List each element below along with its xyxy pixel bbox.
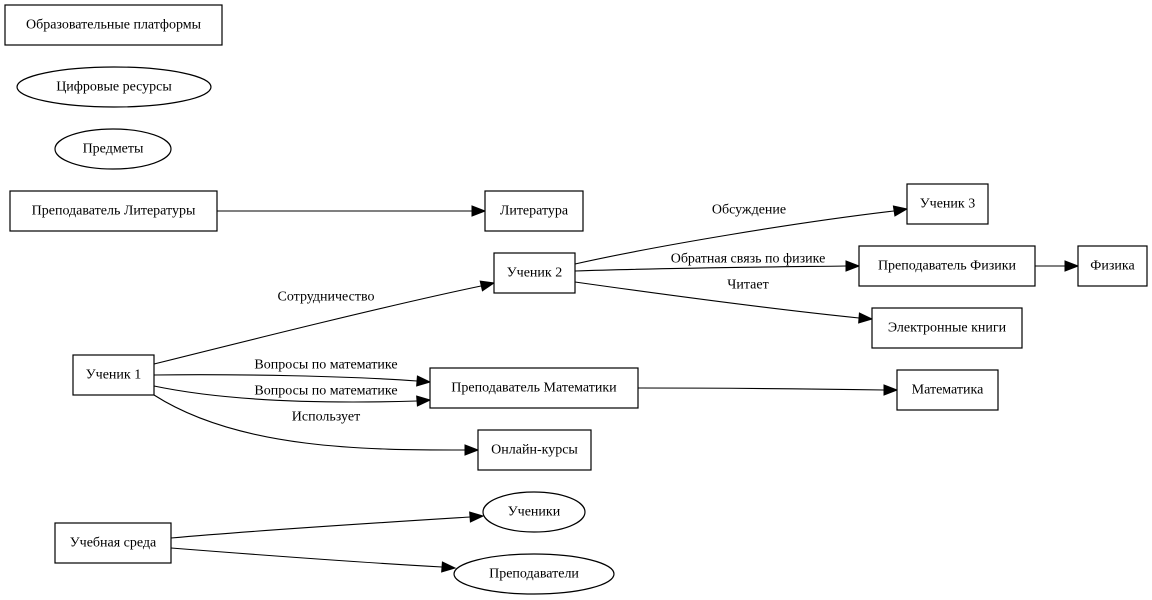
node-box bbox=[858, 245, 1036, 287]
node-label: Ученик 3 bbox=[920, 197, 975, 212]
edge-student2-to-student3: Обсуждение bbox=[574, 203, 909, 265]
node-student1: Ученик 1 bbox=[72, 354, 155, 396]
node-box bbox=[9, 190, 218, 232]
node-courses: Онлайн-курсы bbox=[477, 429, 592, 471]
node-box bbox=[4, 4, 223, 46]
edge-math-teacher-to-math bbox=[637, 384, 899, 396]
node-box bbox=[54, 522, 172, 564]
edge-line bbox=[170, 516, 471, 539]
arrowhead-icon bbox=[416, 395, 432, 407]
node-math: Математика bbox=[896, 369, 999, 411]
node-box bbox=[896, 369, 999, 411]
node-ellipse bbox=[453, 553, 615, 595]
node-box bbox=[484, 190, 584, 232]
node-ellipse bbox=[482, 491, 586, 533]
node-label: Преподаватель Физики bbox=[878, 259, 1017, 274]
node-box bbox=[493, 252, 576, 294]
edge-line bbox=[153, 385, 418, 403]
node-label: Преподаватель Литературы bbox=[32, 204, 196, 219]
edge-student1-to-student2: Сотрудничество bbox=[153, 280, 496, 365]
arrowhead-icon bbox=[469, 511, 485, 523]
edge-env-to-teachers bbox=[170, 547, 457, 573]
edge-line bbox=[637, 387, 885, 391]
edge-label: Использует bbox=[292, 410, 360, 425]
arrowhead-icon bbox=[845, 260, 861, 272]
edge-line bbox=[153, 285, 482, 365]
node-label: Ученики bbox=[508, 505, 561, 520]
node-label: Ученик 1 bbox=[86, 368, 141, 383]
arrowhead-icon bbox=[479, 280, 496, 292]
node-students: Ученики bbox=[482, 491, 586, 533]
node-student3: Ученик 3 bbox=[906, 183, 989, 225]
edge-label: Читает bbox=[727, 278, 768, 293]
node-label: Математика bbox=[912, 383, 984, 398]
arrowhead-icon bbox=[464, 444, 480, 456]
node-label: Образовательные платформы bbox=[26, 18, 202, 33]
edge-line bbox=[574, 210, 895, 265]
node-literature: Литература bbox=[484, 190, 584, 232]
edge-line bbox=[170, 547, 443, 568]
edge-line bbox=[574, 265, 847, 272]
node-phys-teacher: Преподаватель Физики bbox=[858, 245, 1036, 287]
edge-label: Обсуждение bbox=[712, 203, 786, 218]
node-physics: Физика bbox=[1077, 245, 1148, 287]
node-label: Ученик 2 bbox=[507, 266, 562, 281]
node-label: Литература bbox=[500, 204, 569, 219]
node-teachers: Преподаватели bbox=[453, 553, 615, 595]
node-digital: Цифровые ресурсы bbox=[16, 66, 212, 108]
edge-student1-to-math-teacher: Вопросы по математике bbox=[153, 384, 432, 407]
arrowhead-icon bbox=[1064, 260, 1080, 272]
edge-label: Обратная связь по физике bbox=[671, 252, 826, 267]
arrowhead-icon bbox=[441, 561, 457, 573]
arrowhead-icon bbox=[892, 205, 909, 217]
node-student2: Ученик 2 bbox=[493, 252, 576, 294]
arrowhead-icon bbox=[858, 312, 874, 324]
node-box bbox=[72, 354, 155, 396]
node-box bbox=[871, 307, 1023, 349]
node-box bbox=[906, 183, 989, 225]
node-label: Преподаватель Математики bbox=[451, 381, 617, 396]
edge-line bbox=[574, 281, 860, 319]
edge-lit-teacher-to-literature bbox=[217, 205, 487, 217]
node-label: Преподаватели bbox=[489, 567, 579, 582]
node-ellipse bbox=[54, 128, 172, 170]
arrowhead-icon bbox=[471, 205, 487, 217]
node-box bbox=[1077, 245, 1148, 287]
node-math-teacher: Преподаватель Математики bbox=[429, 367, 639, 409]
edge-student1-to-courses: Использует bbox=[153, 394, 480, 456]
node-subjects: Предметы bbox=[54, 128, 172, 170]
node-label: Физика bbox=[1090, 259, 1135, 274]
node-label: Учебная среда bbox=[70, 536, 157, 551]
node-lit-teacher: Преподаватель Литературы bbox=[9, 190, 218, 232]
edge-label: Сотрудничество bbox=[278, 290, 375, 305]
node-box bbox=[477, 429, 592, 471]
edge-phys-teacher-to-physics bbox=[1035, 260, 1080, 272]
node-label: Онлайн-курсы bbox=[491, 443, 578, 458]
node-label: Цифровые ресурсы bbox=[56, 80, 172, 95]
edge-student2-to-phys-teacher: Обратная связь по физике bbox=[574, 252, 861, 272]
edge-line bbox=[153, 394, 466, 451]
edge-env-to-students bbox=[170, 511, 485, 539]
node-box bbox=[429, 367, 639, 409]
edge-label: Вопросы по математике bbox=[254, 358, 397, 373]
arrowhead-icon bbox=[883, 384, 899, 396]
edge-label: Вопросы по математике bbox=[254, 384, 397, 399]
edge-student1-to-math-teacher: Вопросы по математике bbox=[153, 358, 432, 387]
node-ebooks: Электронные книги bbox=[871, 307, 1023, 349]
arrowhead-icon bbox=[416, 375, 432, 387]
node-env: Учебная среда bbox=[54, 522, 172, 564]
node-label: Предметы bbox=[83, 142, 144, 157]
edge-student2-to-ebooks: Читает bbox=[574, 278, 874, 324]
edge-line bbox=[153, 374, 418, 382]
node-ellipse bbox=[16, 66, 212, 108]
node-label: Электронные книги bbox=[888, 321, 1007, 336]
node-platforms: Образовательные платформы bbox=[4, 4, 223, 46]
